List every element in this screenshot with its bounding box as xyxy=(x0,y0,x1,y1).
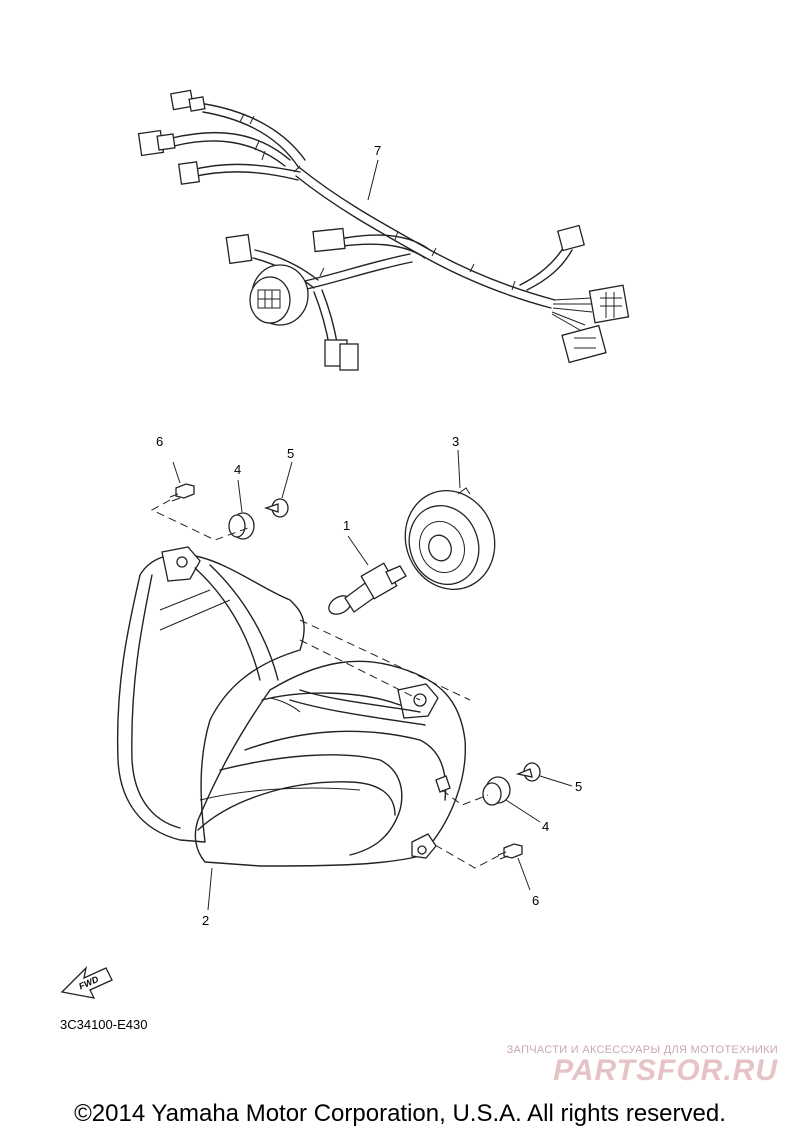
callout-1: 1 xyxy=(343,518,350,533)
copyright-notice: ©2014 Yamaha Motor Corporation, U.S.A. A… xyxy=(74,1100,726,1127)
callout-3: 3 xyxy=(452,434,459,449)
callout-2: 2 xyxy=(202,913,209,928)
fwd-arrow xyxy=(60,966,113,999)
headlight-unit xyxy=(116,546,467,911)
callout-7: 7 xyxy=(374,143,381,158)
watermark: ЗАПЧАСТИ И АКСЕССУАРЫ ДЛЯ МОТОТЕХНИКИ PA… xyxy=(507,1044,778,1088)
callout-5-bottom: 5 xyxy=(575,779,582,794)
callout-5-top: 5 xyxy=(287,446,294,461)
headlight-bulb xyxy=(328,535,407,615)
watermark-logo: PARTSFOR.RU xyxy=(553,1054,778,1087)
callout-4-top: 4 xyxy=(234,462,241,477)
top-fasteners xyxy=(150,461,293,541)
wire-harness xyxy=(137,89,630,371)
bottom-fasteners xyxy=(299,619,573,891)
watermark-tagline: ЗАПЧАСТИ И АКСЕССУАРЫ ДЛЯ МОТОТЕХНИКИ xyxy=(506,1044,778,1056)
bulb-cover xyxy=(404,449,496,590)
callout-6-bottom: 6 xyxy=(532,893,539,908)
callout-6-top: 6 xyxy=(156,434,163,449)
callout-4-bottom: 4 xyxy=(542,819,549,834)
diagram-part-code: 3C34100-E430 xyxy=(60,1017,148,1032)
